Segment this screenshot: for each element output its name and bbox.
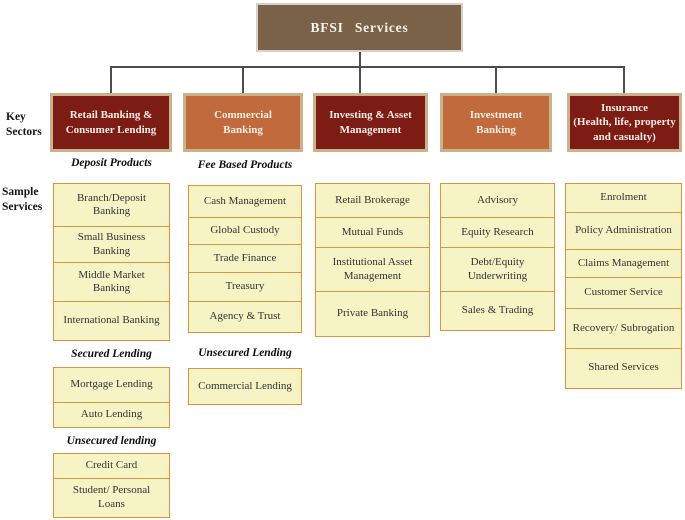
- service-stack-secured-lending: Mortgage Lending Auto Lending: [53, 367, 170, 428]
- service-box-commercial-lending: Commercial Lending: [188, 368, 302, 405]
- service-box-auto-lending: Auto Lending: [53, 401, 170, 428]
- service-box-debt-equity-underwriting: Debt/Equity Underwriting: [440, 247, 555, 292]
- group-header-secured-lending: Secured Lending: [71, 348, 152, 360]
- sector-box-commercial-banking: Commercial Banking: [183, 93, 303, 152]
- group-header-unsecured-lending-comm: Unsecured Lending: [198, 347, 292, 359]
- service-stack-insurance: Enrolment Policy Administration Claims M…: [565, 183, 682, 389]
- service-box-credit-card: Credit Card: [53, 453, 170, 479]
- connector-line: [495, 66, 497, 93]
- root-node-bfsi-services: BFSI Services: [256, 3, 463, 52]
- service-stack-commercial-lending: Commercial Lending: [188, 368, 302, 405]
- service-stack-fee-based-products: Cash Management Global Custody Trade Fin…: [188, 185, 302, 333]
- sample-services-label: Sample Services: [2, 186, 43, 213]
- connector-line: [623, 66, 625, 93]
- service-box-mutual-funds: Mutual Funds: [315, 216, 430, 249]
- service-box-claims-management: Claims Management: [565, 249, 682, 278]
- group-header-unsecured-lending: Unsecured lending: [66, 435, 157, 447]
- service-stack-investing-asset-mgmt: Retail Brokerage Mutual Funds Institutio…: [315, 183, 430, 337]
- service-box-equity-research: Equity Research: [440, 216, 555, 249]
- service-box-branch-deposit-banking: Branch/Deposit Banking: [53, 183, 170, 227]
- service-box-student-personal-loans: Student/ Personal Loans: [53, 477, 170, 518]
- service-stack-investment-banking: Advisory Equity Research Debt/Equity Und…: [440, 183, 555, 331]
- connector-line: [110, 66, 624, 68]
- service-box-advisory: Advisory: [440, 183, 555, 218]
- service-box-enrolment: Enrolment: [565, 183, 682, 213]
- group-header-fee-based-products: Fee Based Products: [197, 159, 293, 171]
- service-box-institutional-asset-mgmt: Institutional Asset Management: [315, 247, 430, 292]
- service-stack-unsecured-lending: Credit Card Student/ Personal Loans: [53, 453, 170, 518]
- service-box-agency-trust: Agency & Trust: [188, 301, 302, 333]
- service-box-retail-brokerage: Retail Brokerage: [315, 183, 430, 218]
- sector-box-insurance: Insurance (Health, life, property and ca…: [567, 93, 682, 152]
- service-box-treasury: Treasury: [188, 271, 302, 303]
- service-box-cash-management: Cash Management: [188, 185, 302, 218]
- service-box-global-custody: Global Custody: [188, 216, 302, 246]
- sector-box-investing-asset-mgmt: Investing & Asset Management: [313, 93, 428, 152]
- sector-box-investment-banking: Investment Banking: [440, 93, 552, 152]
- service-box-sales-trading: Sales & Trading: [440, 290, 555, 331]
- service-box-international-banking: International Banking: [53, 300, 170, 341]
- connector-line: [242, 66, 244, 93]
- service-stack-deposit-products: Branch/Deposit Banking Small Business Ba…: [53, 183, 170, 341]
- service-box-mortgage-lending: Mortgage Lending: [53, 367, 170, 403]
- service-box-shared-services: Shared Services: [565, 347, 682, 389]
- connector-line: [359, 52, 361, 93]
- service-box-private-banking: Private Banking: [315, 290, 430, 337]
- connector-line: [110, 66, 112, 93]
- group-header-deposit-products: Deposit Products: [71, 157, 152, 169]
- sector-box-retail-banking: Retail Banking & Consumer Lending: [50, 93, 172, 152]
- service-box-customer-service: Customer Service: [565, 276, 682, 310]
- service-box-middle-market-banking: Middle Market Banking: [53, 262, 170, 302]
- service-box-recovery-subrogation: Recovery/ Subrogation: [565, 308, 682, 349]
- key-sectors-label: Key Sectors: [6, 111, 42, 138]
- service-box-small-business-banking: Small Business Banking: [53, 225, 170, 264]
- service-box-trade-finance: Trade Finance: [188, 244, 302, 273]
- service-box-policy-administration: Policy Administration: [565, 211, 682, 251]
